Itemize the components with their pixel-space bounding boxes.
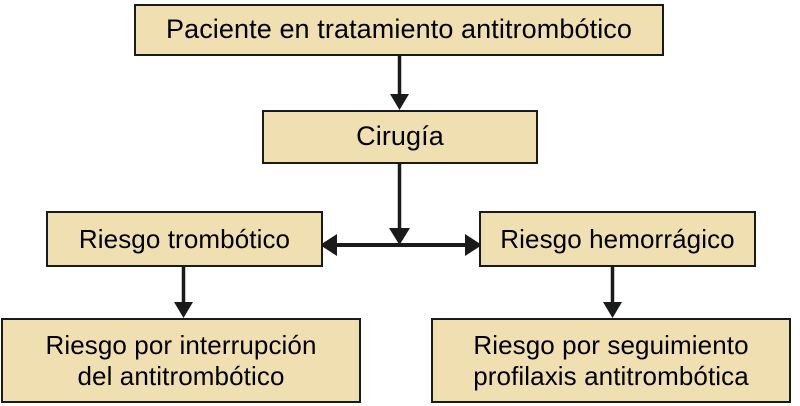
node-label: Riesgo hemorrágico [500, 223, 735, 254]
node-riesgo-por-seguimiento: Riesgo por seguimiento profilaxis antitr… [431, 318, 791, 403]
node-riesgo-trombotico: Riesgo trombótico [46, 211, 323, 267]
node-label-line-2: del antitrombótico [77, 360, 285, 391]
node-label-line-2: profilaxis antitrombótica [473, 360, 749, 391]
node-label: Riesgo trombótico [78, 223, 291, 254]
node-label-line-1: Riesgo por seguimiento [473, 329, 749, 360]
node-label-multiline: Riesgo por seguimiento profilaxis antitr… [433, 330, 789, 391]
node-label: Cirugía [356, 121, 444, 152]
node-cirugia: Cirugía [262, 110, 538, 164]
node-paciente-en-tratamiento-antitrombotico: Paciente en tratamiento antitrombótico [134, 4, 664, 56]
node-label-line-1: Riesgo por interrupción [45, 329, 317, 360]
node-label: Paciente en tratamiento antitrombótico [165, 14, 633, 45]
node-label-multiline: Riesgo por interrupción del antitrombóti… [3, 330, 359, 391]
node-riesgo-hemorragico: Riesgo hemorrágico [479, 211, 756, 267]
node-riesgo-por-interrupcion: Riesgo por interrupción del antitrombóti… [1, 318, 361, 403]
